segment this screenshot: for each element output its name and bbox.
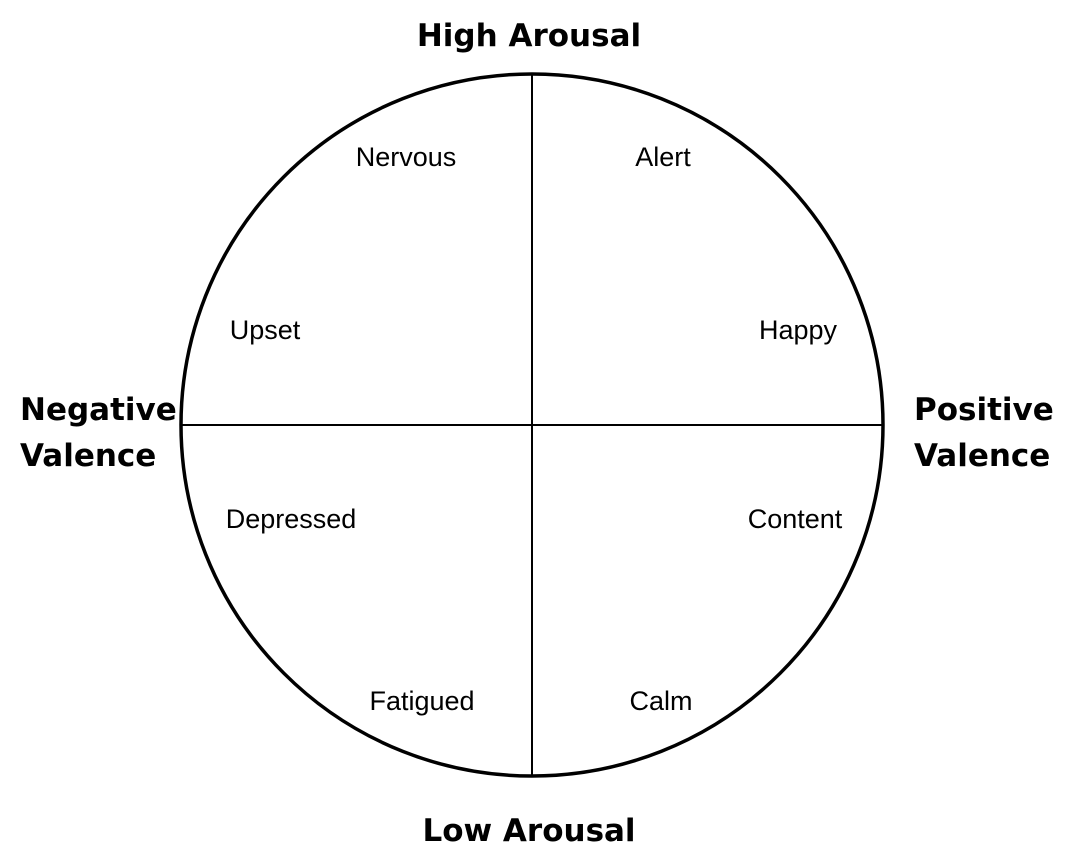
axis-label-positive-line1: Positive (914, 392, 1054, 428)
axis-label-positive-line2: Valence (914, 438, 1050, 474)
axis-label-negative-line2: Valence (20, 438, 156, 474)
emotion-label-happy: Happy (759, 315, 838, 345)
axis-label-negative-valence: Negative Valence (20, 392, 188, 474)
emotion-label-nervous: Nervous (356, 142, 457, 172)
emotion-label-depressed: Depressed (226, 504, 357, 534)
emotion-label-upset: Upset (230, 315, 301, 345)
axis-label-positive-valence: Positive Valence (914, 392, 1065, 474)
axis-label-low-arousal: Low Arousal (422, 813, 635, 849)
axis-label-negative-line1: Negative (20, 392, 177, 428)
emotion-label-alert: Alert (635, 142, 691, 172)
emotion-label-calm: Calm (629, 686, 692, 716)
circumplex-circle (179, 72, 885, 778)
emotion-label-fatigued: Fatigued (369, 686, 474, 716)
axis-label-high-arousal: High Arousal (417, 18, 641, 54)
emotion-label-content: Content (748, 504, 843, 534)
